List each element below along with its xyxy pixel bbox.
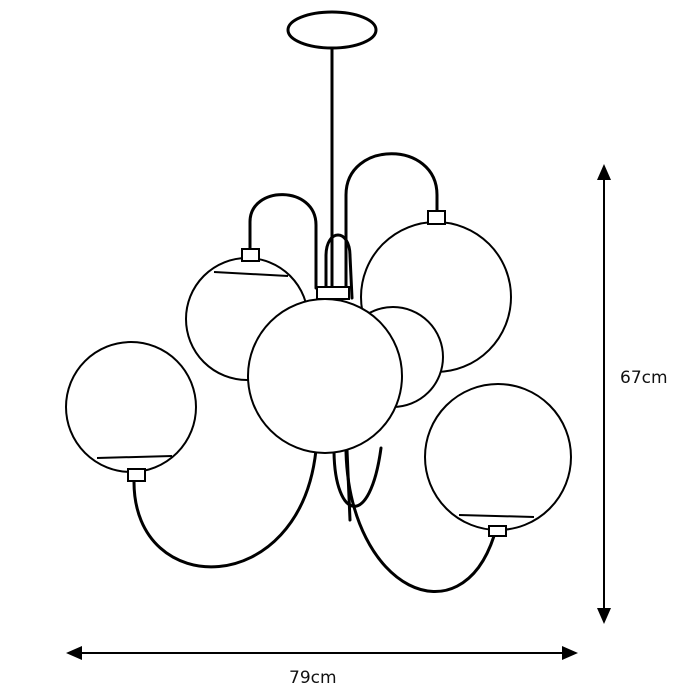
- arm-lower-inner: [332, 446, 383, 508]
- socket-back-left: [241, 248, 260, 262]
- arm-upper-right: [344, 152, 439, 294]
- socket-left: [127, 468, 146, 482]
- globe-left: [65, 341, 197, 473]
- globe-right: [424, 383, 572, 531]
- width-dimension-arrow: [66, 646, 578, 660]
- arm-center-hook: [324, 233, 354, 300]
- height-dimension-arrow: [597, 164, 611, 624]
- arm-lower-stem: [345, 448, 352, 522]
- globe-back-left-collar: [213, 271, 289, 277]
- arm-upper-left: [248, 193, 318, 290]
- width-label: 79cm: [289, 668, 337, 688]
- globe-left-collar: [96, 455, 173, 459]
- height-label: 67cm: [620, 368, 668, 388]
- socket-right: [488, 525, 507, 537]
- globe-right-collar: [458, 514, 535, 518]
- arm-lower-left: [132, 448, 318, 569]
- socket-back-right: [427, 210, 446, 225]
- globe-front-center: [247, 298, 403, 454]
- central-hub: [316, 286, 350, 300]
- ceiling-canopy: [286, 10, 378, 50]
- arm-lower-right: [344, 450, 496, 593]
